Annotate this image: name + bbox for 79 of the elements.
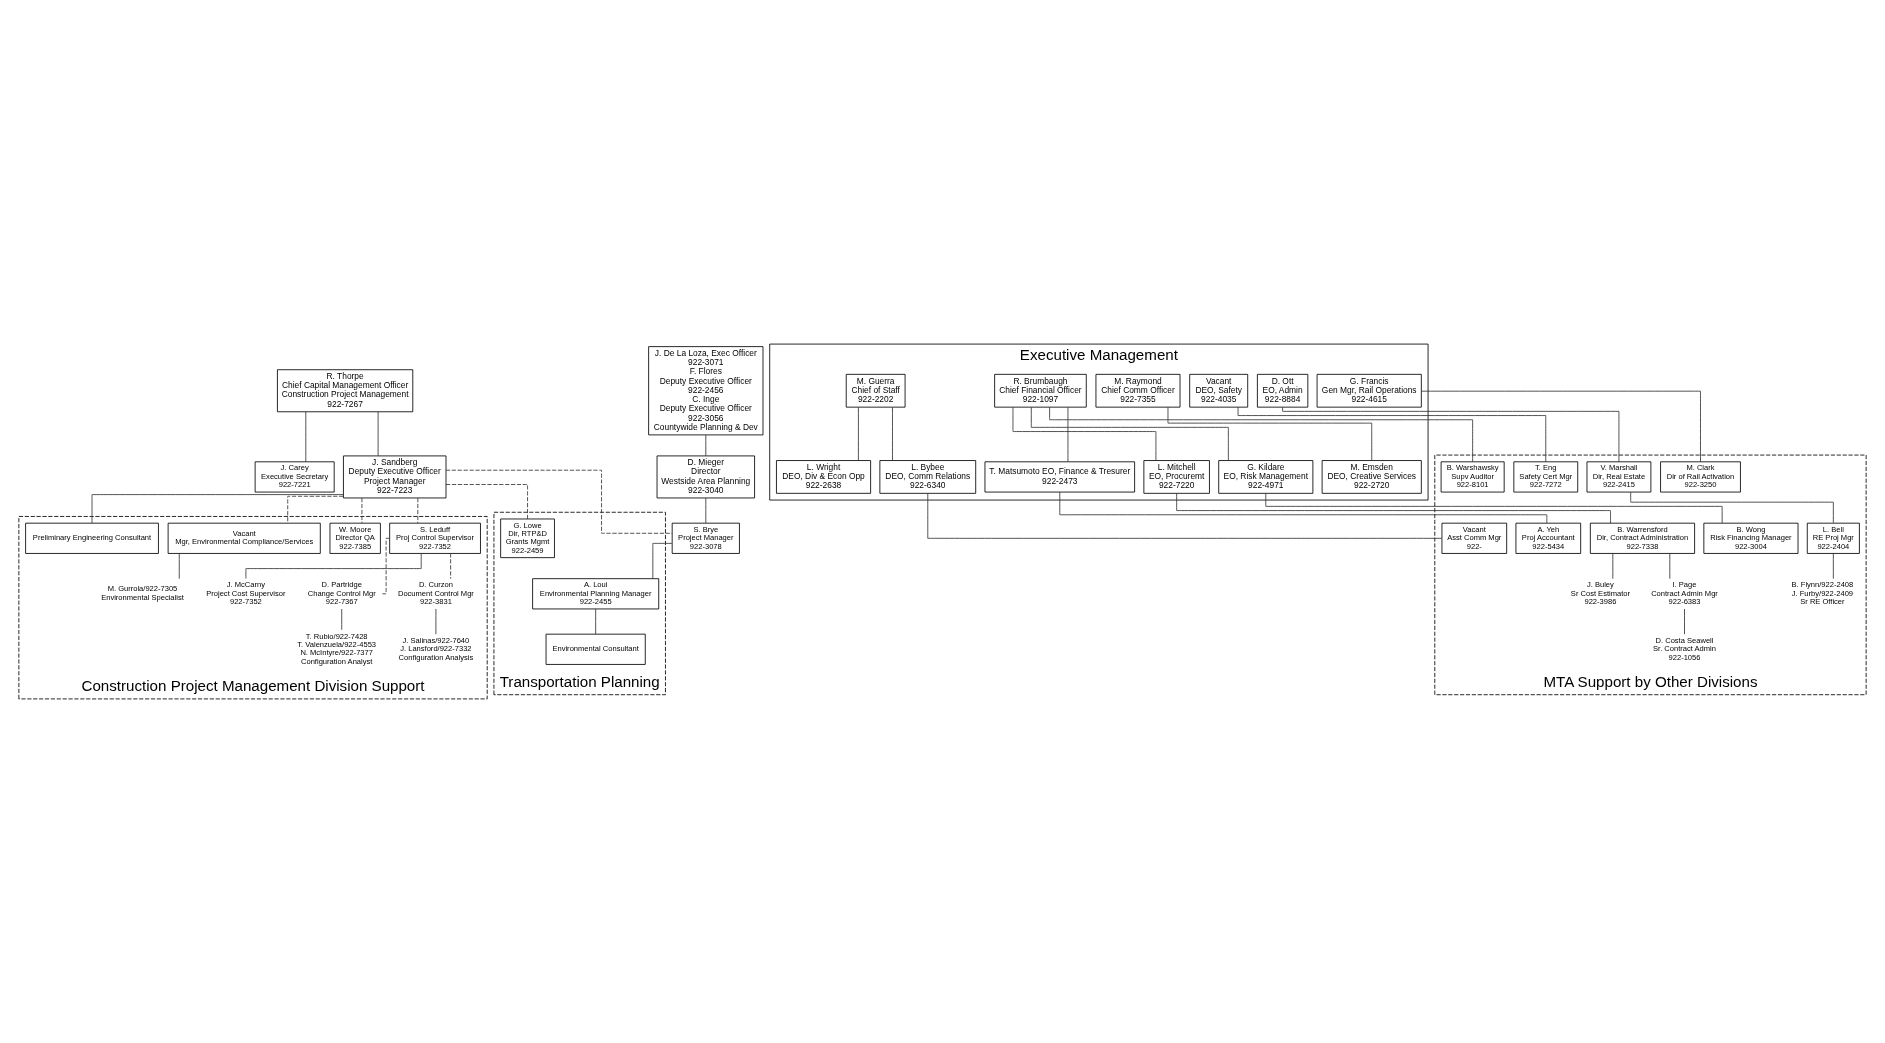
connector — [1630, 491, 1834, 524]
connector — [1265, 492, 1723, 524]
connector — [305, 411, 307, 463]
node-box: G. Kildare EO, Risk Management 922-4971 — [1218, 460, 1314, 494]
node-text: J. McCarny Project Cost Supervisor 922-7352 — [206, 580, 286, 607]
node-box: B. Warrensford Dir, Contract Administration 922-7338 — [1589, 522, 1695, 554]
node-text: D. Costa Seawell Sr. Contract Admin 922-1056 — [1653, 635, 1716, 662]
node-box: S. Brye Project Manager 922-3078 — [671, 522, 740, 554]
connector — [1176, 492, 1611, 524]
connector — [287, 495, 344, 524]
connector — [361, 497, 363, 524]
node-box: Environmental Consultant — [545, 633, 646, 665]
connector — [450, 553, 452, 580]
node-box: G. Francis Gen Mgr, Rail Operations 922-4615 — [1316, 373, 1422, 408]
connector — [341, 608, 343, 631]
connector — [1669, 553, 1671, 580]
connector — [445, 469, 673, 534]
connector — [892, 406, 893, 461]
node-box: W. Moore Director QA 922-7385 — [329, 522, 381, 554]
node-text: D. Curzon Document Control Mgr 922-3831 — [397, 580, 474, 607]
connector — [705, 497, 707, 524]
node-box: M. Guerra Chief of Staff 922-2202 — [845, 373, 906, 408]
connector — [1067, 406, 1069, 462]
connector — [1612, 553, 1614, 580]
connector — [705, 434, 707, 457]
node-box: R. Brumbaugh Chief Financial Officer 922-1097 — [994, 373, 1087, 408]
node-text: T. Rubio/922-7428 T. Valenzuela/922-4553 N. McIntyre/922-7377 Configuration Analyst — [297, 631, 377, 666]
node-box: L. Wright DEO, Div & Econ Opp 922-2638 — [776, 460, 872, 494]
node-box: L. Bell RE Proj Mgr 922-2404 — [1806, 522, 1860, 554]
connector — [1237, 406, 1547, 463]
node-box: L. Bybee DEO, Comm Relations 922-6340 — [879, 460, 977, 494]
node-box: S. Leduff Proj Control Supervisor 922-7352 — [389, 522, 481, 554]
node-box: B. Warshawsky Supv Auditor 922-8101 — [1440, 461, 1505, 493]
node-box: T. Matsumoto EO, Finance & Tresurer 922-2473 — [984, 461, 1136, 493]
connector — [1421, 390, 1701, 463]
node-box: Vacant Asst Comm Mgr 922- — [1441, 522, 1508, 554]
connector — [1167, 406, 1373, 461]
node-box: J. De La Loza, Exec Officer 922-3071 F. Flores Deputy Executive Officer 922-2456 C. Inge Deputy Executive Officer 922-3056 Countywide Planning & Dev — [648, 346, 764, 436]
node-box: Preliminary Engineering Consultant — [25, 522, 159, 554]
node-box: M. Emsden DEO, Creative Services 922-2720 — [1321, 460, 1422, 494]
connector — [652, 542, 673, 580]
connector — [927, 492, 1443, 539]
node-box: M. Clark Dir of Rail Activation 922-3250 — [1660, 461, 1741, 493]
node-text: D. Partridge Change Control Mgr 922-7367 — [307, 580, 376, 607]
connector — [381, 537, 391, 595]
connector — [858, 406, 859, 461]
node-box: Vacant DEO, Safety 922-4035 — [1189, 373, 1249, 408]
node-text: J. Salinas/922-7640 J. Lansford/922-7332 Configuration Analysis — [398, 635, 474, 662]
node-box: G. Lowe Dir, RTP&D Grants Mgmt 922-2459 — [500, 518, 555, 559]
connector — [445, 484, 528, 520]
connector — [91, 494, 344, 524]
node-box: J. Carey Executive Secretary 922-7221 — [254, 461, 335, 493]
node-box: B. Wong Risk Financing Manager 922-3004 — [1703, 522, 1799, 554]
connector — [1059, 491, 1548, 524]
node-text: J. Buley Sr Cost Estimator 922-3986 — [1570, 580, 1630, 607]
node-text: I. Page Contract Admin Mgr 922-6383 — [1651, 580, 1718, 607]
connector — [417, 497, 419, 524]
node-box: D. Ott EO, Admin 922-8884 — [1256, 373, 1309, 408]
connector — [178, 553, 180, 580]
connector — [1049, 406, 1474, 463]
connector — [1282, 406, 1620, 463]
node-box: A. Loui Environmental Planning Manager 922-2455 — [532, 578, 660, 610]
node-box: Vacant Mgr, Environmental Compliance/Services — [167, 522, 321, 554]
node-box: D. Mieger Director Westside Area Planning 922-3040 — [656, 455, 755, 499]
node-box: M. Raymond Chief Comm Officer 922-7355 — [1095, 373, 1181, 408]
connector — [1012, 406, 1157, 461]
connector — [377, 411, 379, 457]
node-box: R. Thorpe Chief Capital Management Officer Construction Project Management 922-7267 — [277, 369, 414, 413]
node-box: T. Eng Safety Cert Mgr 922-7272 — [1513, 461, 1579, 493]
connector — [1684, 608, 1685, 635]
connector — [1832, 553, 1834, 580]
node-box: J. Sandberg Deputy Executive Officer Project Manager 922-7223 — [343, 455, 447, 499]
node-box: A. Yeh Proj Accountant 922-5434 — [1515, 522, 1582, 554]
node-text: B. Flynn/922-2408 J. Furby/922-2409 Sr RE Officer — [1791, 580, 1854, 607]
connector — [1030, 406, 1229, 461]
node-box: L. Mitchell EO, Procuremt 922-7220 — [1143, 460, 1210, 494]
node-box: V. Marshall Dir, Real Estate 922-2415 — [1586, 461, 1652, 493]
node-text: M. Gurrola/922-7305 Environmental Specialist — [101, 584, 184, 602]
connector — [595, 608, 597, 635]
